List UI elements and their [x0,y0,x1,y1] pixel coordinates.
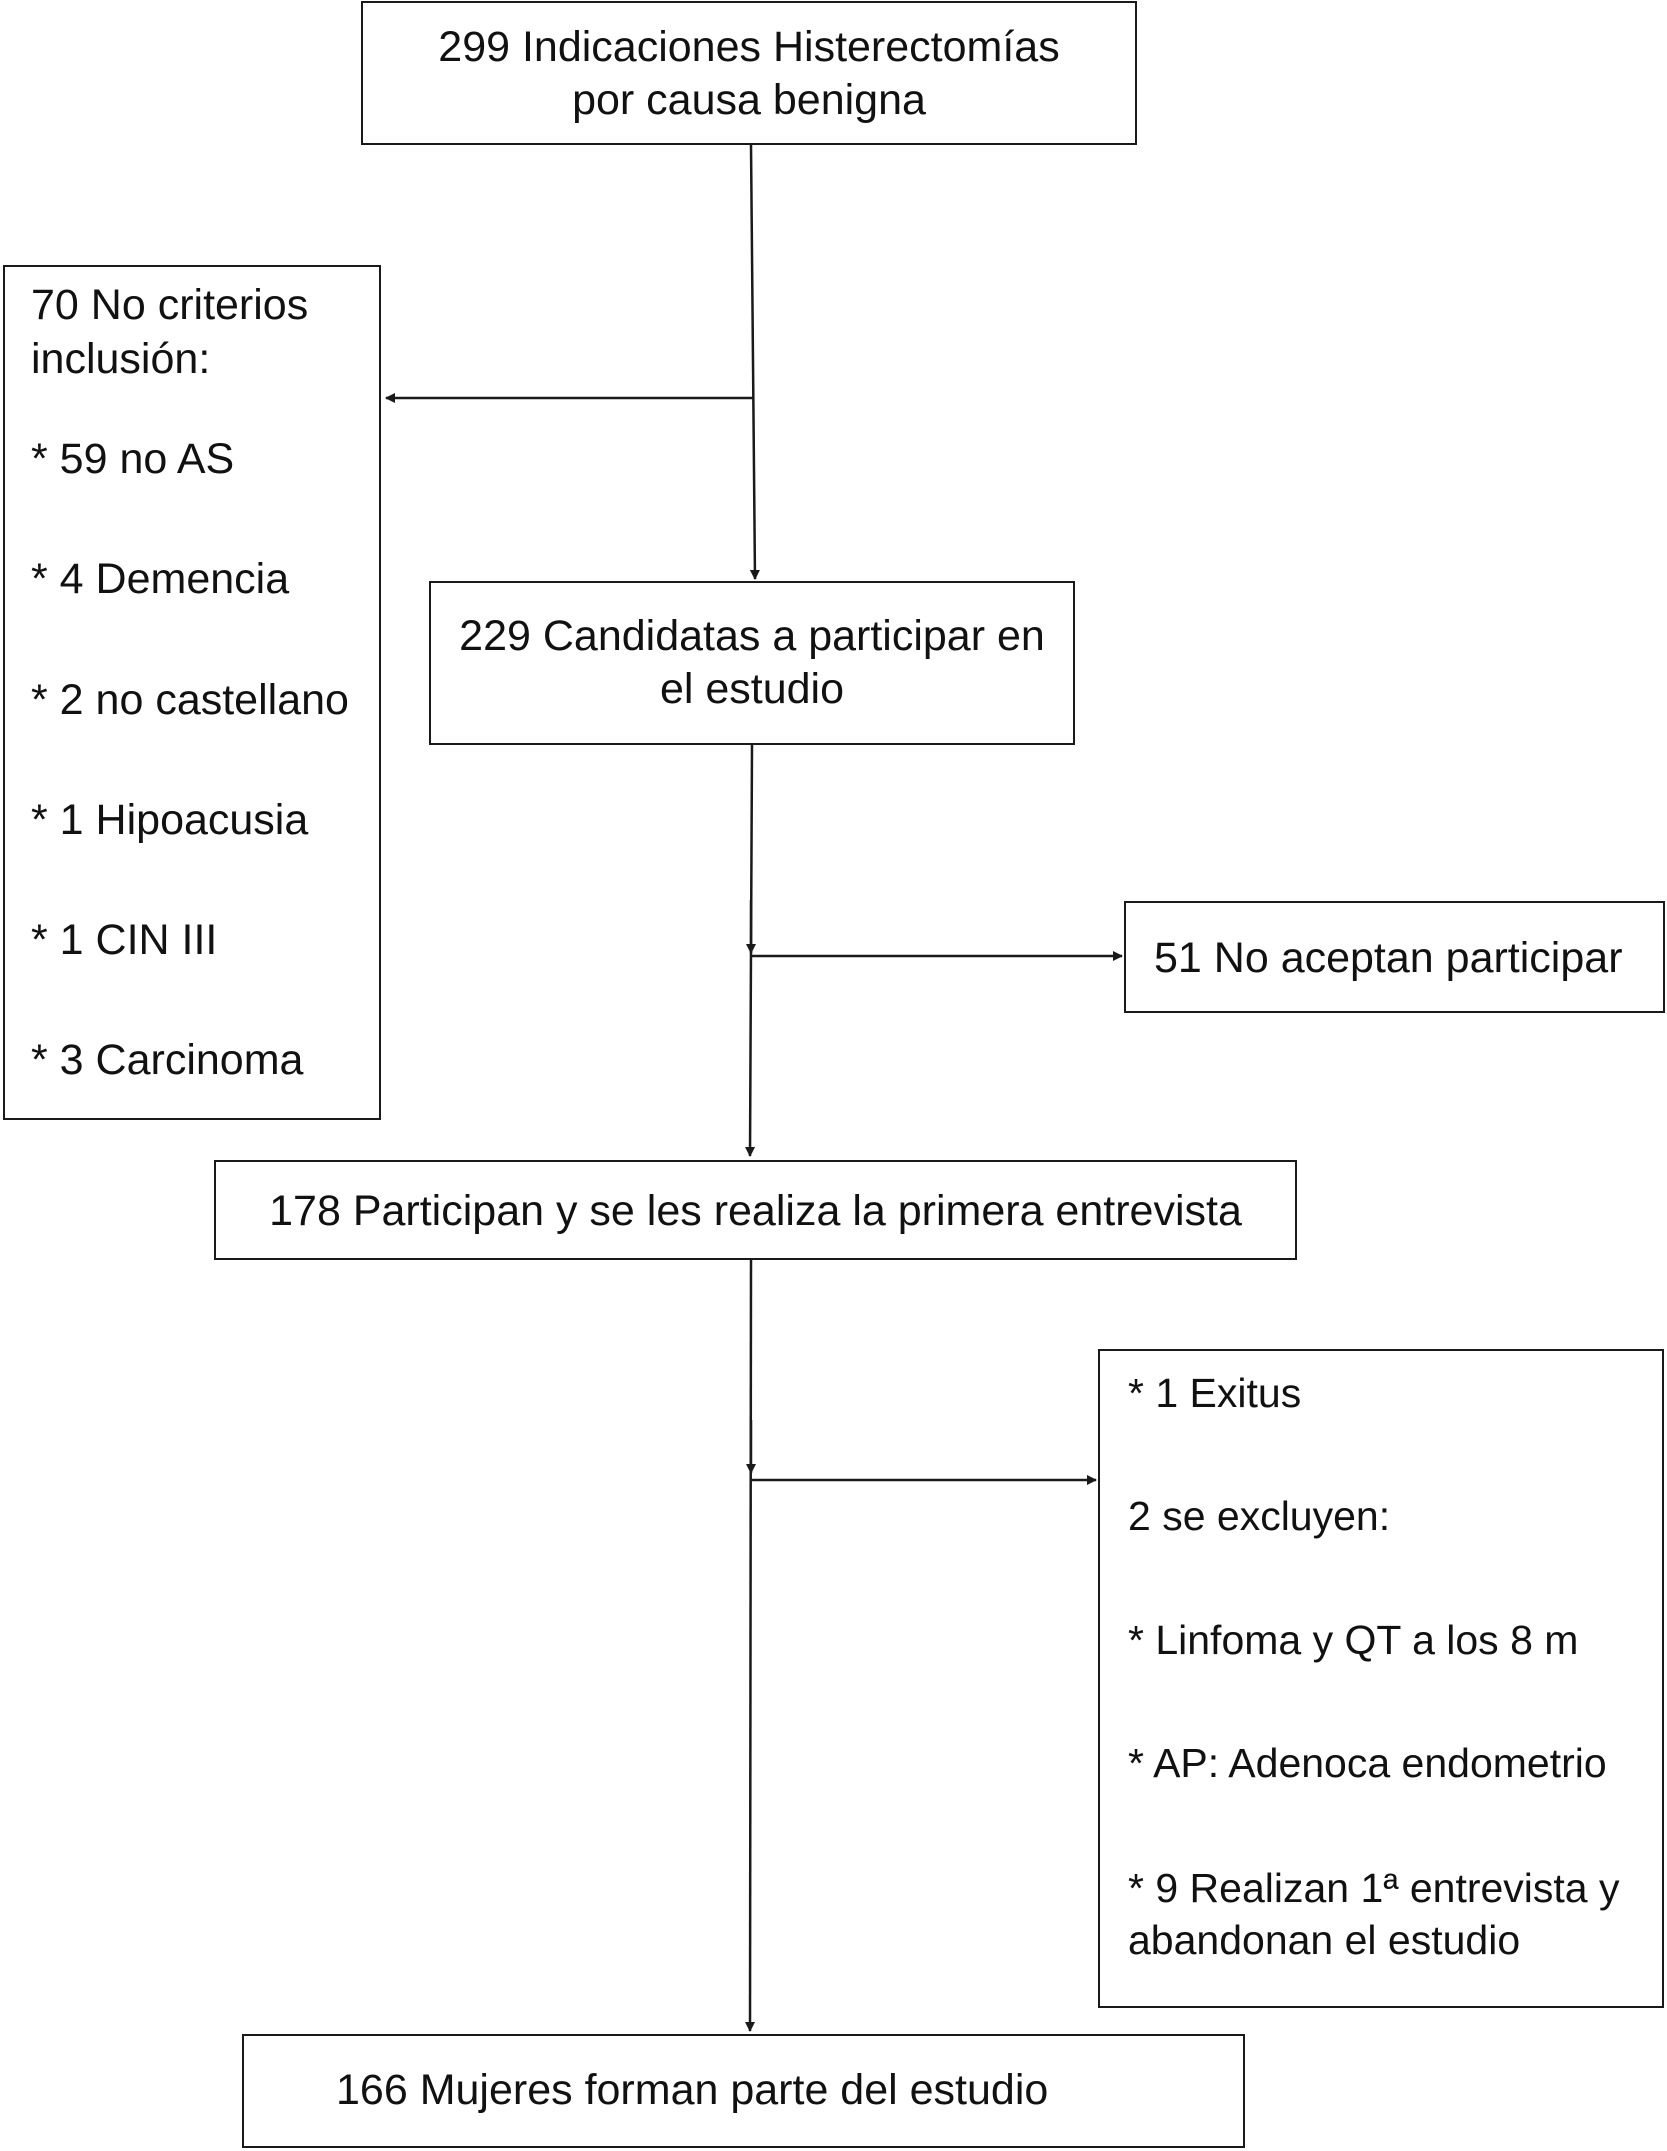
node-exclusiones: * 1 Exitus 2 se excluyen: * Linfoma y QT… [1098,1349,1664,2008]
node-exclusiones-item: * 1 Exitus [1128,1370,1302,1416]
node-exclusiones-item: * Linfoma y QT a los 8 m [1128,1617,1579,1663]
node-no-criterios-item: * 4 Demencia [31,555,290,603]
node-no-criterios-item: * 59 no AS [31,435,235,483]
node-indicaciones-line-2: por causa benigna [572,76,926,124]
node-no-aceptan-line-1: 51 No aceptan participar [1154,934,1623,982]
node-candidatas-line-1: 229 Candidatas a participar en [459,612,1045,660]
node-participan: 178 Participan y se les realiza la prime… [214,1160,1297,1260]
node-no-criterios-title-2: inclusión: [31,335,211,383]
node-exclusiones-item: 2 se excluyen: [1128,1493,1391,1539]
node-no-criterios-item: * 1 Hipoacusia [31,796,309,844]
node-final: 166 Mujeres forman parte del estudio [242,2034,1245,2148]
node-no-criterios-item: * 2 no castellano [31,676,349,724]
node-indicaciones-line-1: 299 Indicaciones Histerectomías [438,23,1060,71]
node-no-criterios-item: * 1 CIN III [31,916,218,964]
node-final-line-1: 166 Mujeres forman parte del estudio [336,2066,1049,2114]
node-no-criterios-title-1: 70 No criterios [31,281,309,329]
node-candidatas-line-2: el estudio [659,665,845,713]
node-no-aceptan: 51 No aceptan participar [1124,901,1665,1013]
node-exclusiones-item: * AP: Adenoca endometrio [1128,1740,1607,1786]
node-exclusiones-last-line-2: abandonan el estudio [1128,1917,1521,1963]
node-indicaciones: 299 Indicaciones Histerectomías por caus… [361,1,1137,145]
edge-participan-final [745,1259,756,2032]
node-no-criterios-item: * 3 Carcinoma [31,1036,304,1084]
edge-indicaciones-candidatas [749,144,760,580]
node-no-criterios: 70 No criterios inclusión: * 59 no AS * … [3,265,381,1120]
node-exclusiones-last-line-1: * 9 Realizan 1ª entrevista y [1128,1865,1620,1911]
node-candidatas: 229 Candidatas a participar en el estudi… [429,581,1075,745]
node-participan-line-1: 178 Participan y se les realiza la prime… [269,1187,1242,1235]
